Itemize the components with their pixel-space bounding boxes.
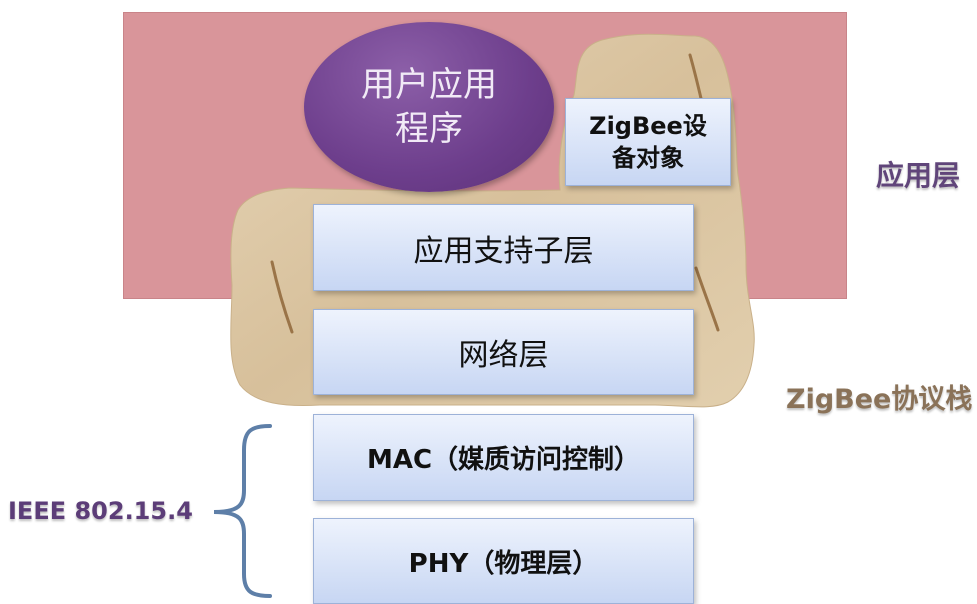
- ieee-802-15-4-label: IEEE 802.15.4: [8, 497, 193, 525]
- ieee-brace: [213, 424, 272, 598]
- phy-layer-box: PHY（物理层）: [313, 518, 694, 604]
- application-layer-label: 应用层: [876, 159, 961, 192]
- zigbee-device-object-label: ZigBee设 备对象: [589, 112, 707, 172]
- mac-layer-label: MAC（媒质访问控制）: [366, 445, 641, 475]
- user-application-label: 用户应用 程序: [361, 65, 497, 149]
- application-support-sublayer-label: 应用支持子层: [413, 233, 594, 269]
- user-application-ellipse: 用户应用 程序: [304, 22, 554, 192]
- zigbee-stack-label: ZigBee协议栈: [786, 384, 973, 415]
- mac-layer-box: MAC（媒质访问控制）: [313, 414, 694, 501]
- application-support-sublayer-box: 应用支持子层: [313, 204, 694, 291]
- phy-layer-label: PHY（物理层）: [408, 548, 599, 579]
- network-layer-box: 网络层: [313, 309, 694, 395]
- zigbee-device-object-box: ZigBee设 备对象: [565, 98, 731, 186]
- network-layer-label: 网络层: [458, 338, 549, 373]
